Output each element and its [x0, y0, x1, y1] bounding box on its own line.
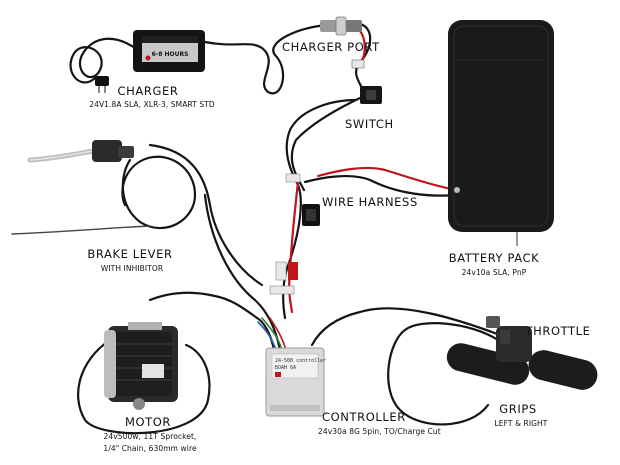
brake-lever-title: BRAKE LEVER [87, 247, 173, 261]
motor-spec-line1: 24v500w, 11T Sprocket, [103, 432, 197, 441]
brake-lever-clamp [92, 140, 122, 162]
controller-label-line2: BOAH 6A [275, 365, 296, 371]
charger-plug-cord [69, 37, 140, 84]
harness-connector-2 [275, 261, 287, 281]
controller-label-line1: 24-500 controller [275, 358, 326, 364]
brake-lever-spec: WITH INHIBITOR [100, 264, 164, 273]
charger-spec: 24V1.8A SLA, XLR-3, SMART STD [89, 100, 215, 109]
charger-port-title: CHARGER PORT [282, 40, 380, 54]
controller-lead-wires [257, 317, 287, 351]
controller-spec: 24v30a 8G 5pin, TO/Charge Cut [318, 427, 441, 436]
charger-output-cord [203, 23, 332, 95]
wiring [11, 22, 502, 435]
battery-pack [448, 20, 554, 246]
controller: 24-500 controller BOAH 6A [265, 347, 326, 417]
red-wiring [288, 26, 458, 314]
grips-title: GRIPS [499, 402, 537, 416]
wire-harness [269, 173, 320, 295]
throttle-clamp [486, 316, 500, 328]
brake-lever [27, 140, 134, 163]
throttle-and-grips [446, 316, 598, 390]
charger-label-text: 6-8 HOURS [152, 51, 189, 58]
battery-pack-title: BATTERY PACK [448, 251, 540, 265]
lever-to-controller [203, 193, 282, 352]
throttle-grip [528, 350, 598, 390]
battery-grommet [454, 187, 460, 193]
motor-title: MOTOR [124, 415, 172, 429]
brake-inhibitor-wire [11, 225, 151, 235]
battery-pack-spec: 24v10a SLA, PnP [461, 268, 527, 277]
wall-plug [95, 76, 109, 93]
motor-wire [77, 338, 211, 435]
motor-sprocket [133, 398, 145, 410]
throttle-to-controller [310, 307, 502, 347]
throttle-cable [387, 322, 500, 426]
harness-connector-3 [288, 262, 298, 280]
motor [104, 322, 178, 410]
motor-endcap [104, 330, 116, 398]
switch-title: SWITCH [345, 117, 394, 131]
wire-harness-title: WIRE HARNESS [322, 195, 418, 209]
battery-lead-black [303, 174, 457, 197]
throttle-title: THROTTLE [525, 324, 591, 338]
harness-connector-1 [285, 173, 301, 183]
battery-bag [448, 20, 554, 232]
switch [351, 59, 382, 104]
charger-port [320, 16, 362, 36]
motor-mount [128, 322, 162, 330]
charger-title: CHARGER [117, 84, 179, 98]
motor-to-controller-wire [148, 291, 276, 352]
motor-label-plate [142, 364, 164, 378]
harness-connector-4 [269, 285, 295, 295]
charger: 6-8 HOURS [95, 30, 205, 93]
motor-spec-line2: 1/4" Chain, 630mm wire [103, 444, 197, 453]
brake-cable-coil [121, 155, 197, 230]
grips-spec: LEFT & RIGHT [494, 419, 548, 428]
brake-cable-outer [148, 143, 264, 287]
grip-left [446, 343, 530, 385]
controller-title: CONTROLLER [322, 410, 406, 424]
battery-lead-red [316, 166, 458, 192]
